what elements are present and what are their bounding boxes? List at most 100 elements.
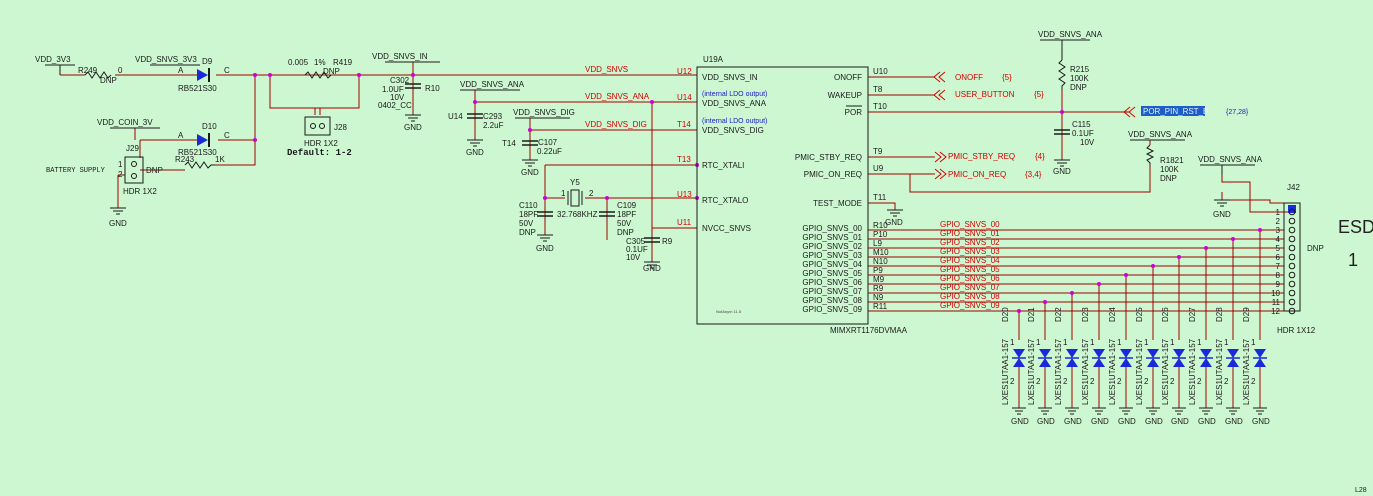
tvs-ref: D25 <box>1135 307 1144 322</box>
j42-pin-number: 4 <box>1276 235 1281 244</box>
net-pmic-stby-ref: {4} <box>1035 152 1045 161</box>
c107-value: 0.22uF <box>537 147 562 156</box>
c109-value: 18PF <box>617 210 636 219</box>
tvs-pin2: 2 <box>1117 377 1122 386</box>
gnd-j29-label: GND <box>109 219 127 228</box>
j42-pin-number: 12 <box>1271 307 1280 316</box>
u19a-gpio-pin-name: GPIO_SNVS_06 <box>802 278 862 287</box>
gpio-net-label: GPIO_SNVS_05 <box>940 265 1000 274</box>
u19a-small-text: NotAnym 11.5 <box>716 309 742 314</box>
tvs-gnd <box>1119 407 1133 415</box>
vdd-snvs-ana-label-top: VDD_SNVS_ANA <box>1038 30 1103 39</box>
tvs-gnd-label: GND <box>1118 417 1136 426</box>
c293-value: 2.2uF <box>483 121 504 130</box>
gpio-net-label: GPIO_SNVS_02 <box>940 238 1000 247</box>
vdd-snvs-3v3-label: VDD_SNVS_3V3 <box>135 55 197 64</box>
c110-voltage: 50V <box>519 219 534 228</box>
c115-capacitor <box>1054 129 1070 135</box>
u19a-gpio-pin-num: R9 <box>873 284 884 293</box>
tvs-pin2: 2 <box>1224 377 1229 386</box>
j42-dnp: DNP <box>1307 244 1324 253</box>
c293-capacitor <box>467 113 483 119</box>
gnd-c110-label: GND <box>536 244 554 253</box>
j29-dnp: DNP <box>146 166 163 175</box>
j42-pin <box>1288 271 1296 279</box>
tvs-part: LXES1UTAA1-157 <box>1161 338 1170 405</box>
gpio-net-label: GPIO_SNVS_03 <box>940 247 1000 256</box>
tvs-gnd-label: GND <box>1091 417 1109 426</box>
gnd-c115 <box>1054 159 1070 167</box>
j42-pin <box>1288 217 1296 225</box>
u19a-gpio-pin-num: N9 <box>873 293 884 302</box>
c302-capacitor <box>405 83 421 89</box>
tvs-junction <box>1070 291 1074 295</box>
tvs-ref: D21 <box>1027 307 1036 322</box>
gnd-c107-label: GND <box>521 168 539 177</box>
gnd-test-mode <box>887 209 903 217</box>
gnd-c302-label: GND <box>404 123 422 132</box>
u19a-left-pin-num: U12 <box>677 67 692 76</box>
j42-pin-number: 10 <box>1271 289 1280 298</box>
tvs-junction <box>1097 282 1101 286</box>
tvs-gnd <box>1065 407 1079 415</box>
u19a-right-pin-name: PMIC_ON_REQ <box>804 170 862 179</box>
j29-pin1-label: 1 <box>118 160 123 169</box>
vdd-coin-3v-label: VDD_COIN_3V <box>97 118 153 127</box>
u19a-gpio-pin-name: GPIO_SNVS_08 <box>802 296 862 305</box>
c110-ref: C110 <box>519 201 538 210</box>
j28-pin2 <box>319 123 325 129</box>
j28-header <box>304 116 331 136</box>
j29-pin1 <box>131 161 137 167</box>
gpio-net-label: GPIO_SNVS_00 <box>940 220 1000 229</box>
tvs-pin1: 1 <box>1251 338 1256 347</box>
net-vdd-snvs-ana: VDD_SNVS_ANA <box>585 92 650 101</box>
r419-dnp: DNP <box>323 67 340 76</box>
tvs-part: LXES1UTAA1-157 <box>1215 338 1224 405</box>
c115-voltage: 10V <box>1080 138 1095 147</box>
c302-value: 1.0UF <box>382 85 404 94</box>
tvs-gnd-label: GND <box>1145 417 1163 426</box>
u19a-gpio-pin-num: M9 <box>873 275 885 284</box>
j42-pin-number: 11 <box>1272 298 1281 307</box>
tvs-part: LXES1UTAA1-157 <box>1001 338 1010 405</box>
gpio-net-label: GPIO_SNVS_09 <box>940 301 1000 310</box>
tvs-ref: D20 <box>1001 307 1010 322</box>
j42-pin-number: 2 <box>1276 217 1281 226</box>
j29-pin2 <box>131 173 137 179</box>
junctions <box>253 73 1064 200</box>
r243-value: 1K <box>215 155 225 164</box>
u19a-gpio-pin-name: GPIO_SNVS_04 <box>802 260 862 269</box>
d9-ref: D9 <box>202 57 213 66</box>
tvs-diode <box>1012 349 1026 408</box>
c109-dnp: DNP <box>617 228 634 237</box>
u19a-right-pin-name: POR <box>845 108 863 117</box>
tvs-pin1: 1 <box>1117 338 1122 347</box>
u19a-gpio-pin-name: GPIO_SNVS_09 <box>802 305 862 314</box>
u19a-right-pin-name: ONOFF <box>834 73 862 82</box>
tvs-junction <box>1258 228 1262 232</box>
j29-header <box>124 156 144 184</box>
tvs-pin2: 2 <box>1063 377 1068 386</box>
d10-cathode: C <box>224 131 230 140</box>
y5-ref: Y5 <box>570 178 580 187</box>
tvs-junction <box>1204 246 1208 250</box>
tvs-gnd <box>1038 407 1052 415</box>
u19a-gpio-pin-name: GPIO_SNVS_03 <box>802 251 862 260</box>
r419-resistor <box>304 71 332 79</box>
net-onoff: ONOFF <box>955 73 983 82</box>
tvs-diode <box>1172 349 1186 408</box>
r9-ref: R9 <box>662 237 673 246</box>
tvs-gnd-label: GND <box>1171 417 1189 426</box>
tvs-gnd <box>1253 407 1267 415</box>
tvs-junction <box>1043 300 1047 304</box>
gnd-j29 <box>110 207 126 215</box>
gnd-c115-label: GND <box>1053 167 1071 176</box>
tvs-diode <box>1146 349 1160 408</box>
tvs-junction <box>1124 273 1128 277</box>
j42-pin <box>1288 307 1296 315</box>
por-highlight <box>1141 106 1205 116</box>
j29-part: HDR 1X2 <box>123 187 157 196</box>
u19a-left-pin-num: U11 <box>677 218 692 227</box>
